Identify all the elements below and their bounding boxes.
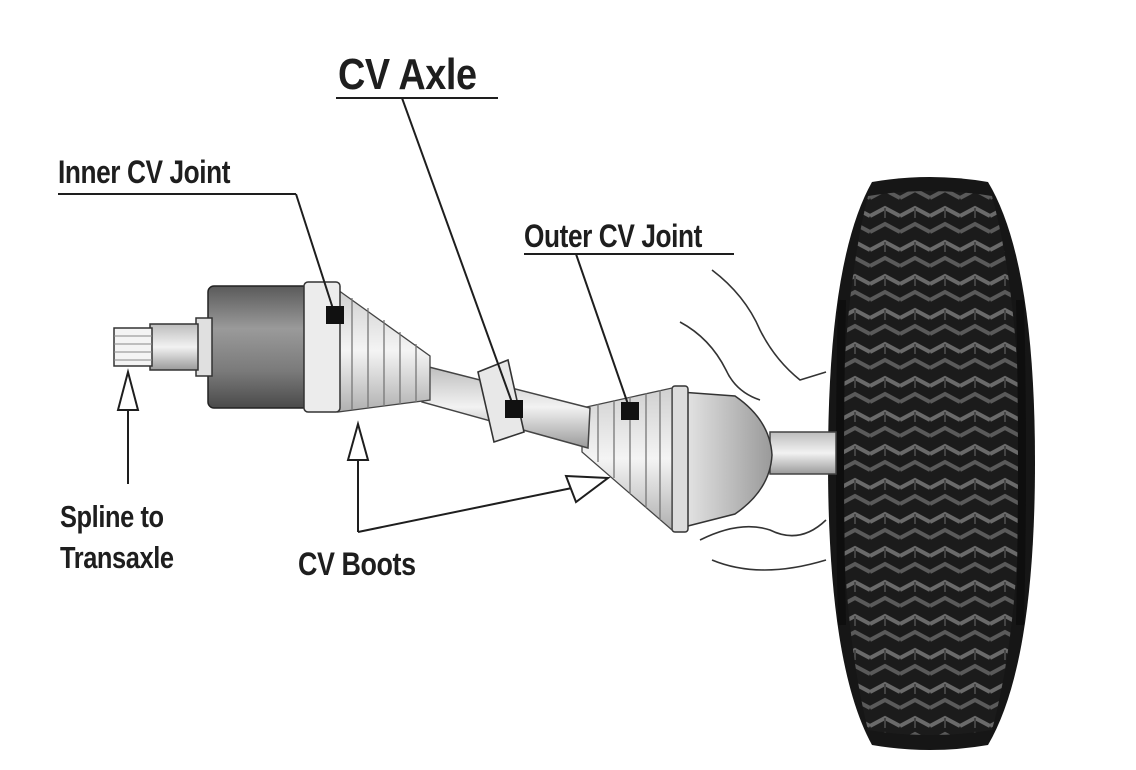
inner-cv-joint-label: Inner CV Joint: [58, 154, 231, 190]
outer-joint-marker: [621, 402, 639, 420]
arrow-up-icon: [346, 420, 370, 461]
stub-axle: [769, 431, 837, 475]
spline-stub-icon: [113, 323, 199, 371]
spline-label-line1: Spline to: [60, 499, 164, 534]
arrow-right-icon: [564, 474, 611, 504]
outer-cv-joint-label: Outer CV Joint: [524, 218, 702, 254]
diagram-title: CV Axle: [338, 50, 477, 99]
cv-boots-label: CV Boots: [298, 546, 416, 582]
cv-axle-leader: [401, 97, 515, 409]
arrow-up-icon: [116, 368, 140, 411]
inner-leader: [295, 193, 336, 316]
inner-cv-joint-housing-icon: [195, 281, 341, 413]
inner-boot-icon: [337, 288, 431, 413]
outer-leader: [575, 253, 631, 411]
leader-lines: [58, 97, 734, 411]
knuckle-outline: [679, 269, 827, 571]
boots-arrow-diagonal: [357, 487, 573, 533]
spline-label-line2: Transaxle: [60, 540, 174, 575]
inner-joint-marker: [326, 306, 344, 324]
arrows: [116, 368, 611, 533]
outer-cv-joint-housing-icon: [671, 385, 773, 533]
cv-axle-marker: [505, 400, 523, 418]
tire-icon: [828, 177, 1035, 750]
spline-label: Spline to Transaxle: [60, 496, 174, 578]
